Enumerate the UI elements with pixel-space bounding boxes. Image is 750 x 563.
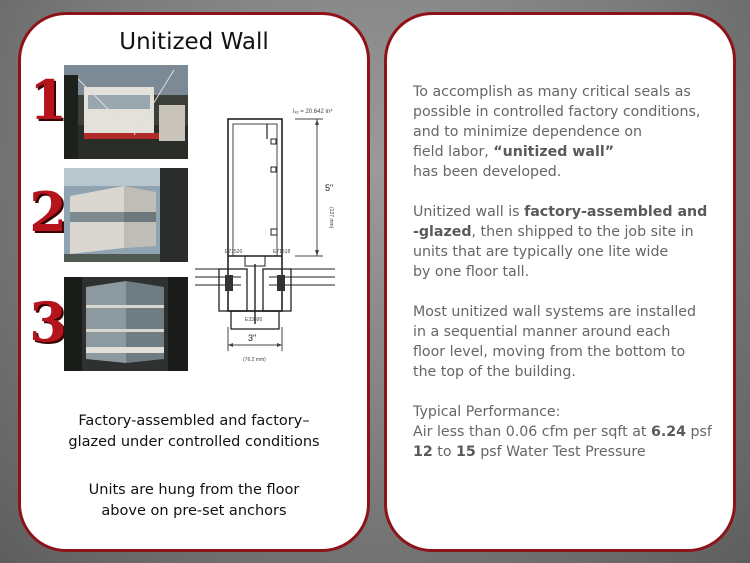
emphasis-water-min: 12	[413, 444, 433, 460]
text-line: Unitized wall is factory-assembled and	[413, 202, 733, 222]
caption-line: Units are hung from the floor	[88, 482, 300, 498]
left-panel: Unitized Wall 1 2 3	[18, 12, 370, 552]
step-number-1: 1	[29, 68, 67, 132]
caption-units-hung: Units are hung from the floor above on p…	[31, 480, 357, 522]
photo-step-2	[64, 168, 188, 262]
text-line: Air less than 0.06 cfm per sqft at 6.24 …	[413, 422, 733, 442]
text-line: the top of the building.	[413, 364, 576, 380]
paragraph-performance: Typical Performance: Air less than 0.06 …	[413, 402, 733, 462]
moment-of-inertia-label: Iₓₓ = 20.642 in⁴	[293, 108, 333, 115]
text-line: Most unitized wall systems are installed	[413, 304, 697, 320]
text-run: to	[432, 444, 457, 460]
text-run: Unitized wall is	[413, 204, 525, 220]
caption-line: glazed under controlled conditions	[68, 434, 320, 450]
text-line: 12 to 15 psf Water Test Pressure	[413, 442, 733, 462]
text-line: floor level, moving from the bottom to	[413, 344, 686, 360]
right-panel: To accomplish as many critical seals as …	[384, 12, 736, 552]
text-run: psf Water Test Pressure	[475, 444, 646, 460]
paragraph-definition: Unitized wall is factory-assembled and -…	[413, 202, 733, 282]
width-mm-label: (76.2 mm)	[243, 357, 266, 363]
text-line: To accomplish as many critical seals as	[413, 84, 691, 100]
caption-factory-assembled: Factory-assembled and factory– glazed un…	[31, 411, 357, 453]
slide-title: Unitized Wall	[119, 29, 269, 55]
part-label-b: E71518	[273, 249, 290, 255]
text-run: Air less than 0.06 cfm per sqft at	[413, 424, 651, 440]
emphasis-glazed: -glazed	[413, 224, 472, 240]
emphasis-air-pressure: 6.24	[651, 424, 687, 440]
text-line: has been developed.	[413, 164, 562, 180]
text-run: , then shipped to the job site in	[471, 224, 694, 240]
part-label-c: E33890	[245, 317, 262, 323]
text-line: units that are typically one lite wide	[413, 244, 669, 260]
step-number-3: 3	[29, 290, 67, 354]
step-number-2: 2	[29, 180, 67, 244]
paragraph-installation: Most unitized wall systems are installed…	[413, 302, 733, 382]
caption-line: above on pre-set anchors	[101, 503, 287, 519]
height-mm-label: (127 mm)	[328, 207, 334, 229]
height-dimension-label: 5"	[325, 183, 333, 193]
mullion-section-detail: Iₓₓ = 20.642 in⁴ 5" (127 mm) 3" (76.2 mm…	[195, 99, 365, 369]
photo-step-3	[64, 277, 188, 371]
text-line: possible in controlled factory condition…	[413, 104, 701, 120]
part-label-a: E71520	[225, 249, 242, 255]
text-line: field labor, “unitized wall”	[413, 142, 733, 162]
emphasis-factory-assembled: factory-assembled and	[524, 204, 708, 220]
text-line: and to minimize dependence on	[413, 124, 642, 140]
text-run: psf	[686, 424, 712, 440]
emphasis-unitized-wall: “unitized wall”	[493, 144, 615, 160]
caption-line: Factory-assembled and factory–	[78, 413, 310, 429]
width-dimension-label: 3"	[248, 333, 256, 343]
text-line: by one floor tall.	[413, 264, 530, 280]
photo-step-1	[64, 65, 188, 159]
text-line: Typical Performance:	[413, 404, 561, 420]
text-line: -glazed, then shipped to the job site in	[413, 222, 733, 242]
text-line: in a sequential manner around each	[413, 324, 671, 340]
text-run: field labor,	[413, 144, 494, 160]
emphasis-water-max: 15	[456, 444, 476, 460]
paragraph-intro: To accomplish as many critical seals as …	[413, 82, 733, 182]
